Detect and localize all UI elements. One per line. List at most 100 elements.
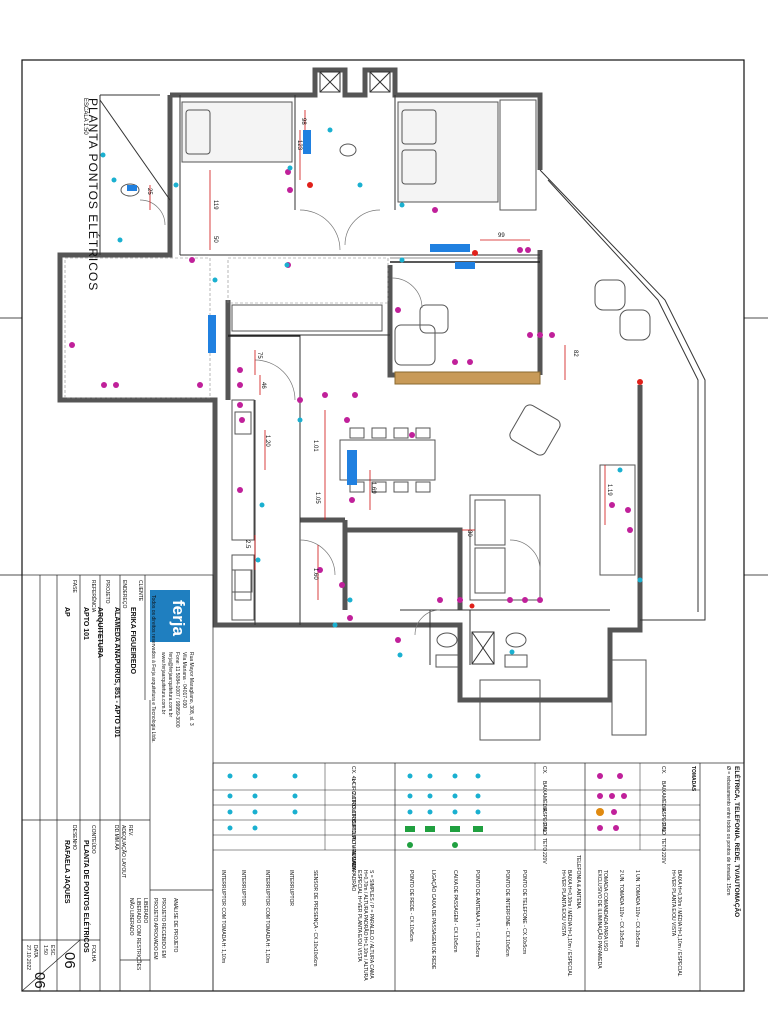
telefonia-title: TELEFONIA & ANTENA [575,855,581,909]
company-site: www.ferjaarquitetura.com.br [160,652,166,715]
dim-label: 99 [498,233,505,239]
company-email: ferja@ferjaarquitetura.com.br [167,652,173,718]
drawn-label: DESENHO [71,825,77,850]
project-label: PROJETO [104,580,110,604]
door-swings [139,199,541,636]
dim-label: 1.01 [312,440,318,452]
dim-label: 119 [212,200,218,210]
phase-value: AP [63,607,70,617]
tomadas-item: 1 UN. TOMADA 110v - CX.10x5cm [634,870,640,948]
date-label: DATA [32,945,38,958]
walls [57,67,643,703]
dim-label: 123 [296,140,302,151]
tomadas-heights: BAIXA H=0,30m / MÉDIA H=1,10m / ESPECIAL… [670,870,682,977]
plan-scale: ESCALA 1:50 [82,98,88,135]
ferja-logo-box [150,590,190,642]
dim-label: 1.19 [606,484,612,496]
dim-label: 75 [256,352,262,359]
rev-text: ADEQUAÇÃO LAYOUT [120,825,126,878]
dim-label: 30 [466,530,472,537]
interruptores-item: INTERRUPTOR [240,870,246,907]
telefonia-heights: BAIXA H=0,30m / MÉDIA H=1,10m / ESPECIAL… [560,870,572,977]
scale-label: ESC. [49,945,55,957]
project-value: ARQUITETURA [96,607,103,658]
legend-symbols [227,773,627,848]
telefonia-header: PISO [541,823,547,835]
tomadas-header: BAIXA [660,781,666,796]
dim-label: 1.60 [312,568,318,580]
stamp-released: LIBERADO [142,898,148,924]
interruptores-heights: S = SIMPLES / P = PARALELO / ALTURA CAMA… [356,870,374,981]
company-address: Vila Mariana · 04017-030 [181,652,187,709]
dim-label: 1.20 [264,435,270,447]
tomadas-item: TOMADA COMANDADA PARA USO EXCLUSIVO DE I… [596,870,608,969]
interruptores-item: INTERRUPTOR COM TOMADA H: 1,10m [264,870,270,964]
dim-label: 50 [212,236,218,243]
company-note: Todos os direitos reservados à Ferja arq… [150,595,156,743]
dim-label: 98 [300,118,306,125]
telefonia-header: BAIXA [541,781,547,796]
content-value: PLANTA DE PONTOS ELÉTRICOS [82,840,89,953]
stamp-received: PROJETO RECEBIDO EM [160,898,166,958]
floor-plan [57,67,706,741]
sheet-label: FOLHA [90,945,96,962]
telefonia-item: PONTO DE REDE - CX.10x5cm [408,870,414,942]
sheet-total: 06 [31,972,48,989]
stamp-title: ANÁLISE DE PROJETO [172,898,178,953]
address-value: ALAMEDA ANAPURUS, 851 - APTO 101 [113,607,120,738]
reference-value: APTO 101 [82,607,89,640]
interruptores-item: INTERRUPTOR [288,870,294,907]
stamp-not-released: NÃO LIBERADO [128,898,134,936]
title-block-grid [21,574,214,992]
phase-label: FASE [71,580,77,593]
stamp-approved: PROJETO APROVADO EM [152,898,158,960]
telefonia-header: CX. [541,766,547,775]
tomadas-header: PISO [660,823,666,835]
dim-label: 46 [260,382,266,389]
wood-bench [394,371,541,385]
telefonia-header: TETO [541,838,547,852]
company-phone: Fone: 11 5084-1007 / 99959-3000 [174,652,180,728]
balcony-edge [539,169,706,621]
drawn-value: RAFAELA JAQUES [63,840,70,904]
telefonia-item: LIGAÇÃO CAIXA DE PASSAGEM DE REDE [430,870,436,970]
tomadas-header: CX. [660,766,666,775]
stamp-restricted: LIBERADO COM RESTRIÇÕES [135,898,141,971]
windows [228,257,540,337]
dim-label: 82 [572,350,578,357]
tomadas-item: 2 UN. TOMADA 110v - CX.10x5cm [618,870,624,948]
shafts [319,71,495,665]
address-label: ENDEREÇO [121,580,127,609]
telefonia-item: PONTO DE TELEFONE - CX.10x5cm [521,870,527,955]
interruptores-item: INTERRUPTOR COM TOMADA H: 1,10m [220,870,226,964]
sheet-number: 06 [61,952,78,969]
rev-date: DD.MM.AA [113,825,119,850]
company-logo: ferja [169,600,188,636]
telefonia-item: PONTO DE INTERFONE - CX.10x5cm [504,870,510,957]
dim-label: 25 [146,188,152,195]
tomadas-header: 220V [660,852,666,864]
dim-label: 2.5 [244,540,250,549]
telefonia-header: 220V [541,852,547,864]
company-address: Rua Mayor Maragliano, 308, sl. 3 [188,652,194,726]
dim-label: 1.05 [314,492,320,504]
tomadas-title: TOMADAS [690,766,696,792]
content-label: CONTEÚDO [90,825,96,854]
sheet-border [21,59,745,992]
telefonia-item: PONTO DE ANTENA A TI - CX.10x5cm [474,870,480,958]
plan-title: PLANTA PONTOS ELÉTRICOS [86,98,100,292]
telefonia-item: CAIXA DE PASSAGEM - CX.10x5cm [452,870,458,953]
interruptores-item: SENSOR DE PRESENÇA - CX.10x10x6cm [312,870,318,967]
dimension-lines [149,110,606,600]
client-name: ERIKA FIGUEIREDO [129,607,136,675]
legend-main-title: ELÉTRICA, TELEFONIA, REDE, TV/AUTOMAÇÃO [733,766,740,918]
outlet-markers [69,127,643,658]
reference-label: REFERÊNCIA [90,580,96,613]
legend-main-subtitle: Ø = rebaixamento entre todos os pontos d… [725,766,731,896]
scale-value: 1:50 [42,945,48,955]
tomadas-header: TETO [660,838,666,852]
date-value: 27.10.2022 [25,945,31,971]
dim-label: 1.69 [370,482,376,494]
rev-label: REV. [127,825,133,837]
